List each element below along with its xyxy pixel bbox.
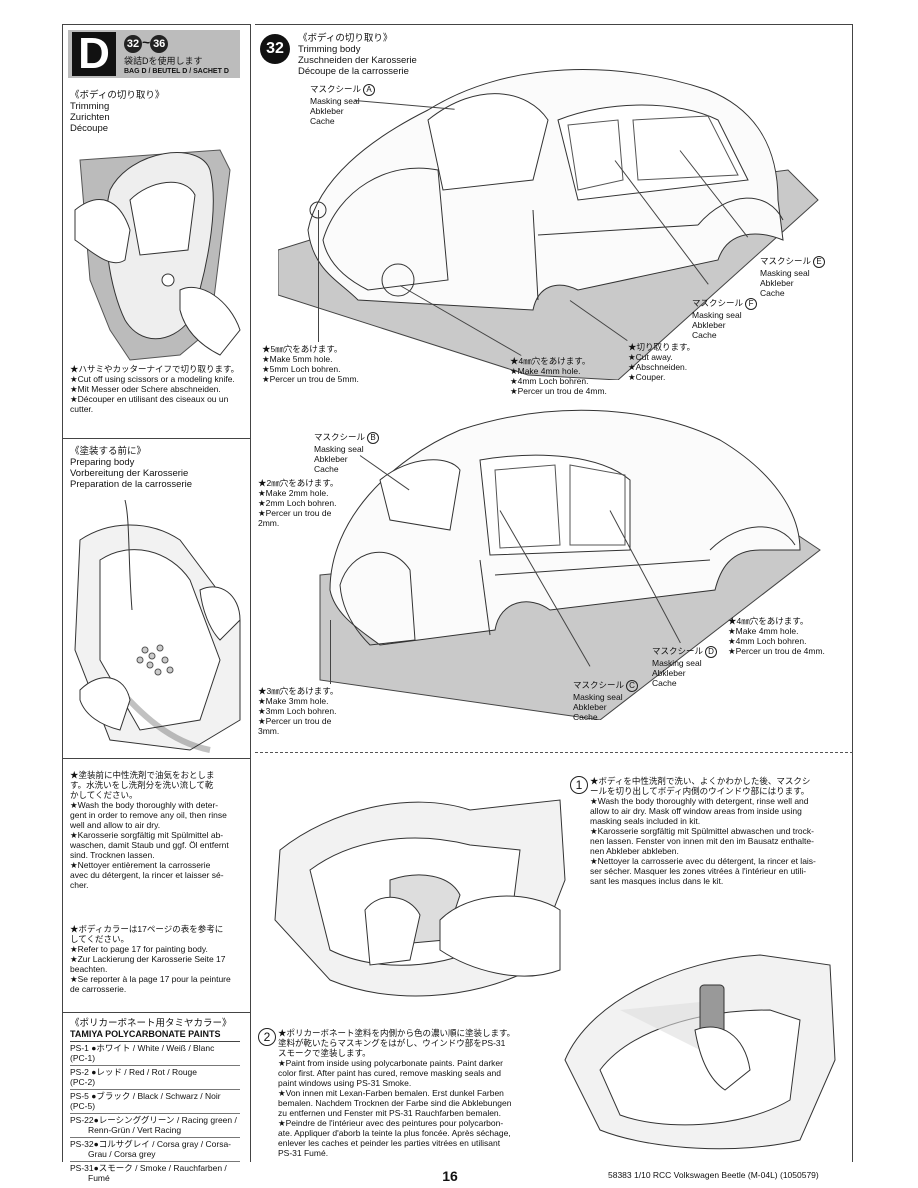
right-edge-rule: [852, 24, 853, 1162]
leader-line: [330, 620, 331, 684]
step-1-marker: 1: [570, 776, 588, 794]
spray-painting-illustration: [564, 954, 836, 1150]
bag-header: D 32~36 袋詰Dを使用します BAG D / BEUTEL D / SAC…: [68, 30, 240, 78]
paint-row: PS-32●コルサグレイ / Corsa gray / Corsa-Grau /…: [70, 1138, 240, 1162]
mask-c-marker: C: [626, 680, 639, 692]
prep-fr: Preparation de la carrosserie: [70, 479, 192, 490]
trim-note: ★ハサミやカッターナイフで切り取ります。 ★Cut off using scis…: [70, 364, 240, 414]
step-1-text: ★ボディを中性洗剤で洗い、よくかわかした後、マスクシ ールを切り出してボディ内側…: [590, 776, 816, 886]
label-hole-2mm: ★2㎜穴をあけます。 ★Make 2mm hole. ★2mm Loch boh…: [258, 478, 339, 528]
color-note: ★ボディカラーは17ページの表を参考に してください。 ★Refer to pa…: [70, 924, 231, 994]
step-range-end: 36: [150, 35, 169, 53]
left-divider-3: [62, 1012, 250, 1013]
left-divider-1: [62, 438, 250, 439]
right-top-rule: [255, 24, 853, 25]
step-2-text: ★ポリカーボネート塗料を内側から色の濃い順に塗装します。 塗料が乾いたらマスキン…: [278, 1028, 516, 1158]
masking-inside-illustration: [274, 799, 566, 997]
paints-table: 《ポリカーボネート用タミヤカラー》 TAMIYA POLYCARBONATE P…: [70, 1018, 240, 1185]
right-divider: [255, 752, 853, 754]
trim-de: Zurichten: [70, 112, 110, 123]
prep-jp: 《塗装する前に》: [70, 446, 147, 457]
beetle-body-rear-view: [319, 409, 821, 720]
mask-d-marker: D: [705, 646, 718, 658]
label-cut: ★切り取ります。 ★Cut away. ★Abschneiden. ★Coupe…: [628, 342, 696, 382]
mask-b-marker: B: [367, 432, 380, 444]
paint-row: PS-1 ●ホワイト / White / Weiß / Blanc(PC-1): [70, 1042, 240, 1066]
paint-row: PS-5 ●ブラック / Black / Schwarz / Noir(PC-5…: [70, 1090, 240, 1114]
step-32-badge: 32: [260, 34, 290, 64]
prep-en: Preparing body: [70, 457, 135, 468]
prep-heading: 《塗装する前に》 Preparing body Vorbereitung der…: [70, 446, 192, 490]
page-number: 16: [442, 1168, 458, 1184]
mask-a-marker: A: [363, 84, 376, 96]
step-2-marker: 2: [258, 1028, 276, 1046]
mask-e-marker: E: [813, 256, 826, 268]
leader-line: [318, 210, 319, 342]
footer-ref: 58383 1/10 RCC Volkswagen Beetle (M-04L)…: [608, 1170, 819, 1180]
beetle-body-front-view: [278, 69, 819, 380]
label-hole-4mm-a: ★4㎜穴をあけます。 ★Make 4mm hole. ★4mm Loch boh…: [510, 356, 607, 396]
trim-heading: 《ボディの切り取り》 Trimming Zurichten Découpe: [70, 90, 164, 134]
paint-row: PS-2 ●レッド / Red / Rot / Rouge(PC-2): [70, 1066, 240, 1090]
label-hole-3mm: ★3㎜穴をあけます。 ★Make 3mm hole. ★3mm Loch boh…: [258, 686, 339, 736]
washing-illustration: [74, 500, 241, 753]
trimming-illustration: [74, 149, 241, 361]
left-edge-rule: [62, 24, 63, 1162]
mask-f-marker: F: [745, 298, 758, 310]
step-range-sep: ~: [142, 34, 151, 50]
paint-row: PS-22●レーシンググリーン / Racing green /Renn-Grü…: [70, 1114, 240, 1138]
step-32-heading: 《ボディの切り取り》 Trimming body Zuschneiden der…: [298, 33, 417, 77]
bag-letter: D: [72, 32, 116, 76]
label-hole-5mm: ★5㎜穴をあけます。 ★Make 5mm hole. ★5mm Loch boh…: [262, 344, 359, 384]
step-range: 32~36: [124, 34, 169, 54]
column-divider: [250, 24, 251, 1162]
left-top-rule: [62, 24, 250, 25]
step-range-start: 32: [124, 35, 142, 53]
label-hole-4mm-b: ★4㎜穴をあけます。 ★Make 4mm hole. ★4mm Loch boh…: [728, 616, 825, 656]
trim-jp: 《ボディの切り取り》: [70, 90, 165, 101]
paints-jp: 《ポリカーボネート用タミヤカラー》: [70, 1018, 232, 1029]
left-divider-2: [62, 758, 250, 759]
trim-fr: Découpe: [70, 123, 109, 134]
bag-jp: 袋詰Dを使用します: [124, 56, 203, 66]
trim-en: Trimming: [70, 101, 110, 112]
prep-de: Vorbereitung der Karosserie: [70, 468, 189, 479]
paints-en: TAMIYA POLYCARBONATE PAINTS: [70, 1029, 240, 1042]
wash-note: ★塗装前に中性洗剤で油気をおとしま す。水洗いをし洗剤分を洗い流して乾 かしてく…: [70, 770, 229, 890]
paint-row: PS-31●スモーク / Smoke / Rauchfarben /Fumé: [70, 1163, 227, 1183]
bag-label: BAG D / BEUTEL D / SACHET D: [124, 68, 229, 75]
